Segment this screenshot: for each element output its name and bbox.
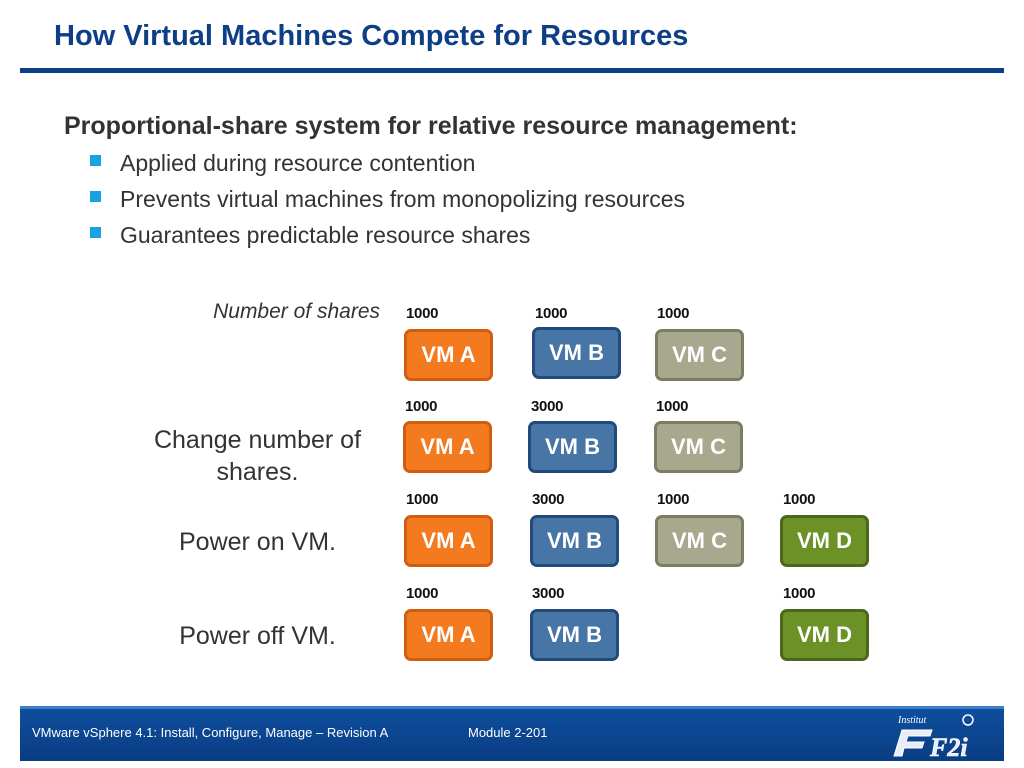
share-count: 1000 xyxy=(783,491,816,508)
square-bullet-icon xyxy=(90,155,101,166)
vm-a-block: VM A xyxy=(404,329,493,381)
share-count: 1000 xyxy=(535,305,568,322)
row-label-number-of-shares: Number of shares xyxy=(213,300,380,323)
vm-b-block: VM B xyxy=(528,421,617,473)
footer-course: VMware vSphere 4.1: Install, Configure, … xyxy=(32,725,389,740)
share-count: 1000 xyxy=(406,491,439,508)
footer-module: Module 2-201 xyxy=(468,725,548,740)
title-divider xyxy=(20,68,1004,73)
bullet-text: Prevents virtual machines from monopoliz… xyxy=(120,186,686,212)
bullet-item: Applied during resource contention xyxy=(90,150,685,186)
share-count: 1000 xyxy=(406,585,439,602)
share-count: 3000 xyxy=(532,585,565,602)
bullet-text: Guarantees predictable resource shares xyxy=(120,222,531,248)
share-count: 1000 xyxy=(656,398,689,415)
share-count: 1000 xyxy=(405,398,438,415)
vm-c-block: VM C xyxy=(654,421,743,473)
share-count: 1000 xyxy=(657,305,690,322)
f2i-logo-icon: Institut F2i xyxy=(893,714,974,760)
vm-c-block: VM C xyxy=(655,329,744,381)
row-label-power-on: Power on VM. xyxy=(178,528,336,556)
vm-d-block: VM D xyxy=(780,515,869,567)
vm-b-block: VM B xyxy=(530,515,619,567)
share-count: 3000 xyxy=(532,491,565,508)
share-count: 1000 xyxy=(783,585,816,602)
row-label-line: shares. xyxy=(216,458,299,486)
square-bullet-icon xyxy=(90,227,101,238)
vm-d-block: VM D xyxy=(780,609,869,661)
bullet-item: Prevents virtual machines from monopoliz… xyxy=(90,186,685,222)
share-count: 3000 xyxy=(531,398,564,415)
logo-small-text: Institut xyxy=(897,715,927,726)
bullet-item: Guarantees predictable resource shares xyxy=(90,222,685,258)
vm-c-block: VM C xyxy=(655,515,744,567)
vm-b-block: VM B xyxy=(530,609,619,661)
vm-a-block: VM A xyxy=(404,515,493,567)
bullet-text: Applied during resource contention xyxy=(120,150,476,176)
row-label-line: Change number of xyxy=(153,426,362,454)
row-label-change-shares: Change number of shares. xyxy=(130,424,385,488)
share-count: 1000 xyxy=(406,305,439,322)
vm-b-block: VM B xyxy=(532,327,621,379)
footer-bar: VMware vSphere 4.1: Install, Configure, … xyxy=(20,706,1004,761)
share-count: 1000 xyxy=(657,491,690,508)
bullet-list: Applied during resource contention Preve… xyxy=(90,150,685,258)
row-label-power-off: Power off VM. xyxy=(179,622,336,650)
vm-a-block: VM A xyxy=(403,421,492,473)
logo-mark: F2i xyxy=(929,733,968,760)
vm-a-block: VM A xyxy=(404,609,493,661)
square-bullet-icon xyxy=(90,191,101,202)
slide-subtitle: Proportional-share system for relative r… xyxy=(64,112,798,140)
slide-title: How Virtual Machines Compete for Resourc… xyxy=(54,20,689,52)
